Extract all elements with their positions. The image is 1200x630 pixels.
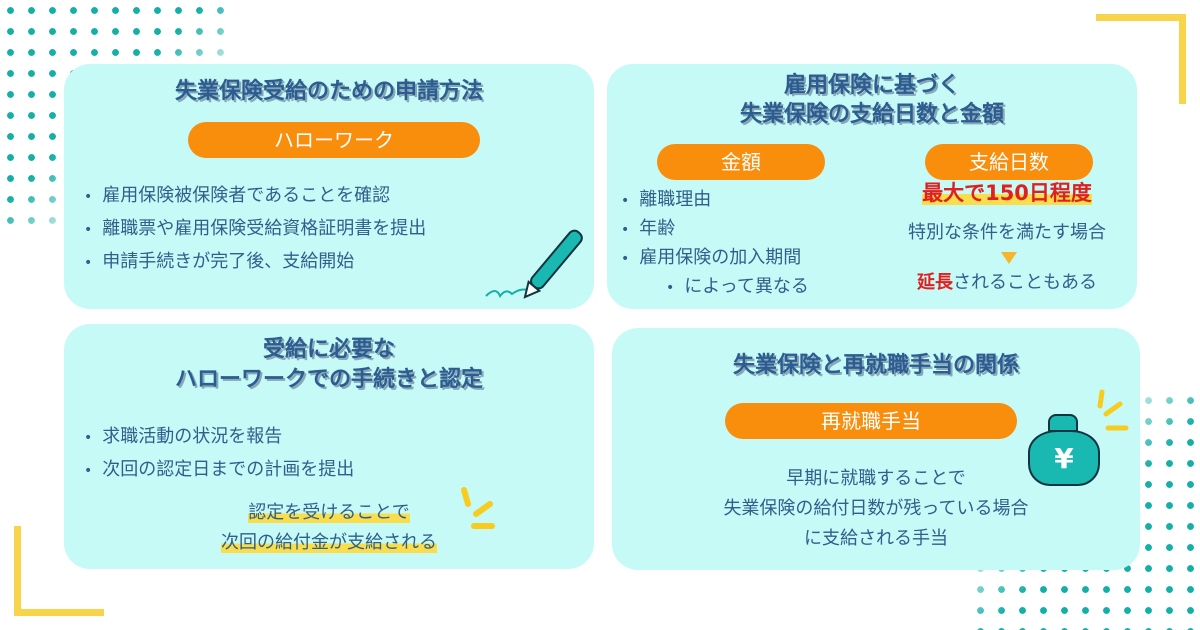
card-title: 失業保険受給のための申請方法 bbox=[174, 79, 483, 104]
max-days-value: 最大で150日程度 bbox=[922, 181, 1092, 205]
list-item: 次回の認定日までの計画を提出 bbox=[84, 454, 354, 487]
card-application-method: 失業保険受給のための申請方法 ハローワーク 雇用保険被保険者であることを確認 離… bbox=[64, 64, 594, 309]
max-days-text: 最大で150日程度 bbox=[897, 178, 1117, 208]
note-line1: 認定を受けることで bbox=[64, 498, 594, 528]
list-item: 雇用保険の加入期間 bbox=[621, 244, 809, 273]
list-item-tail: によって異なる bbox=[621, 273, 809, 302]
extension-text: 延長されることもある bbox=[877, 268, 1137, 298]
decor-corner-top-right bbox=[1096, 14, 1186, 104]
yen-symbol: ¥ bbox=[1028, 430, 1100, 486]
sparkle-icon bbox=[1097, 389, 1129, 431]
extension-rest: されることもある bbox=[953, 272, 1097, 293]
days-pill: 支給日数 bbox=[925, 144, 1093, 180]
list-item: 離職理由 bbox=[621, 186, 809, 215]
card-title-line2: ハローワークでの手続きと認定 bbox=[174, 367, 483, 392]
list-item: 雇用保険被保険者であることを確認 bbox=[84, 180, 426, 213]
note-line1-text: 認定を受けることで bbox=[248, 502, 410, 523]
card-hellowork-procedure: 受給に必要な ハローワークでの手続きと認定 求職活動の状況を報告 次回の認定日ま… bbox=[64, 324, 594, 569]
desc-line1: 早期に就職することで bbox=[786, 468, 966, 489]
reemployment-pill: 再就職手当 bbox=[725, 403, 1017, 439]
bullet-list: 雇用保険被保険者であることを確認 離職票や雇用保険受給資格証明書を提出 申請手続… bbox=[84, 180, 426, 279]
card-title-line2: 失業保険の支給日数と金額 bbox=[739, 102, 1004, 127]
amount-factor-list: 離職理由 年齢 雇用保険の加入期間 によって異なる bbox=[621, 186, 809, 302]
amount-pill: 金額 bbox=[657, 144, 825, 180]
list-item: 離職票や雇用保険受給資格証明書を提出 bbox=[84, 213, 426, 246]
desc-line2: 失業保険の給付日数が残っている場合 bbox=[723, 498, 1029, 519]
list-item: 申請手続きが完了後、支給開始 bbox=[84, 246, 426, 279]
down-arrow-icon bbox=[1001, 252, 1017, 264]
decor-corner-bottom-left bbox=[14, 526, 104, 616]
note-line2: 次回の給付金が支給される bbox=[64, 528, 594, 558]
card-title: 失業保険と再就職手当の関係 bbox=[732, 353, 1019, 378]
bullet-list: 求職活動の状況を報告 次回の認定日までの計画を提出 bbox=[84, 421, 354, 487]
desc-line3: に支給される手当 bbox=[804, 528, 948, 549]
sparkle-icon bbox=[461, 487, 495, 529]
hellowork-pill: ハローワーク bbox=[188, 122, 480, 158]
card-title-line1: 雇用保険に基づく bbox=[783, 73, 960, 98]
extension-highlight: 延長 bbox=[917, 272, 953, 293]
card-title-line1: 受給に必要な bbox=[262, 337, 395, 362]
note-line2-text: 次回の給付金が支給される bbox=[221, 532, 437, 553]
list-item: 年齢 bbox=[621, 215, 809, 244]
card-reemployment-allowance: 失業保険と再就職手当の関係 再就職手当 早期に就職することで 失業保険の給付日数… bbox=[612, 328, 1140, 570]
list-item: 求職活動の状況を報告 bbox=[84, 421, 354, 454]
money-bag-icon: ¥ bbox=[1024, 408, 1104, 488]
condition-text: 特別な条件を満たす場合 bbox=[908, 222, 1106, 243]
pen-icon bbox=[485, 229, 583, 299]
card-benefit-days-amount: 雇用保険に基づく 失業保険の支給日数と金額 金額 支給日数 離職理由 年齢 雇用… bbox=[607, 64, 1137, 309]
